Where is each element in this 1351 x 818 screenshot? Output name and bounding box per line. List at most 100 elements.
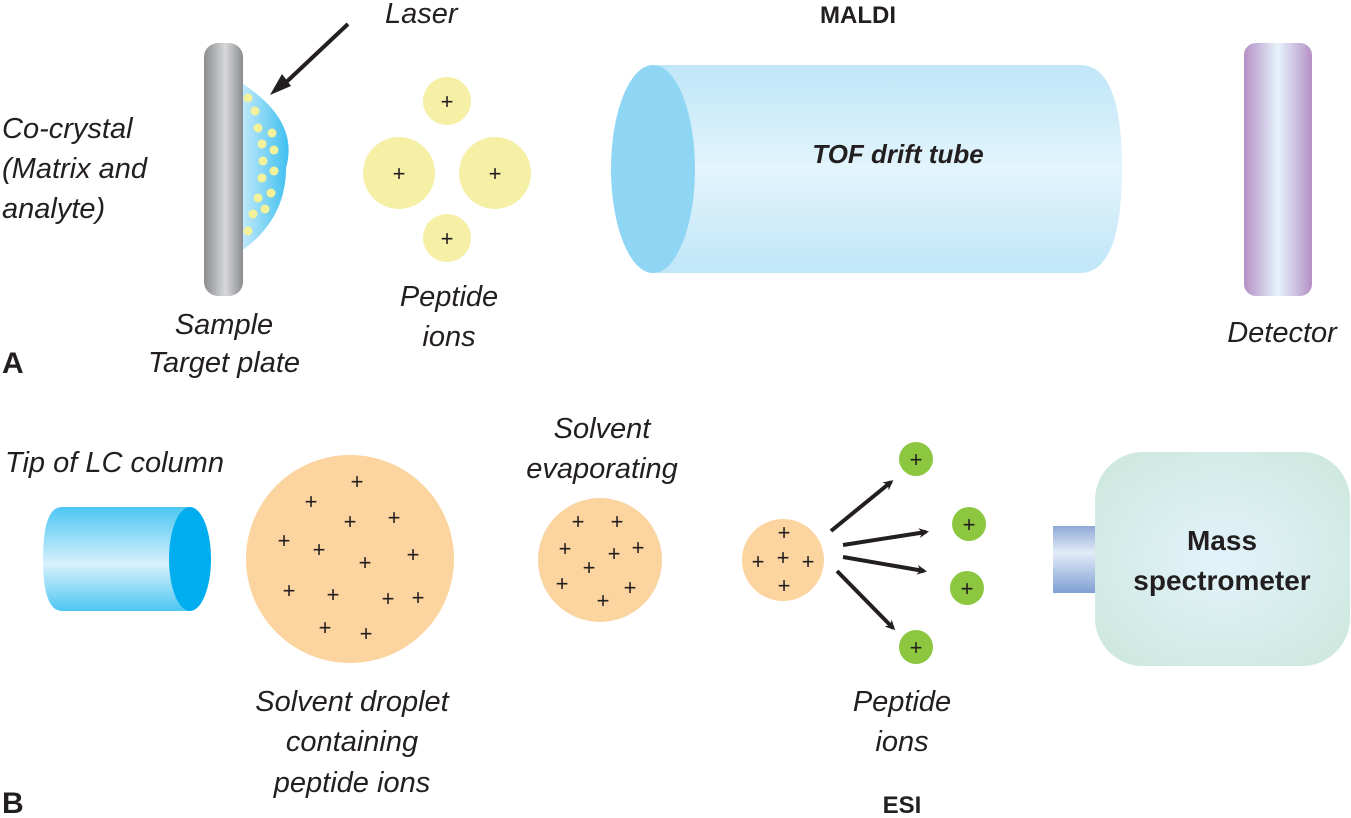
positive-charge: + <box>583 555 596 580</box>
co-crystal-label-line3: analyte) <box>2 193 105 225</box>
peptide-ions-label-line2: ions <box>422 321 475 353</box>
matrix-crystal-dot <box>269 166 279 176</box>
maldi-peptide-ions: + + + + <box>363 77 531 262</box>
positive-charge: + <box>351 469 364 494</box>
matrix-crystal-dot <box>257 139 267 149</box>
matrix-crystal-dot <box>253 123 263 133</box>
panel-a-letter: A <box>2 347 24 380</box>
maldi-title: MALDI <box>820 2 896 29</box>
droplet-label-line1: Solvent droplet <box>255 686 450 718</box>
positive-charge: + <box>382 586 395 611</box>
positive-charge: + <box>778 520 791 545</box>
positive-charge: + <box>412 585 425 610</box>
positive-charge: + <box>388 505 401 530</box>
matrix-crystal-dot <box>260 204 270 214</box>
esi-peptide-ions-label-line2: ions <box>875 726 928 758</box>
positive-charge: + <box>611 509 624 534</box>
co-crystal-shape <box>240 82 289 252</box>
detector-label: Detector <box>1227 317 1338 349</box>
target-plate-label: Target plate <box>148 347 300 379</box>
matrix-crystal-dot <box>243 93 253 103</box>
positive-charge: + <box>608 541 621 566</box>
laser-arrow-shaft <box>278 22 350 90</box>
esi-peptide-ions-label-line1: Peptide <box>853 686 951 718</box>
positive-charge: + <box>319 615 332 640</box>
positive-charge: + <box>778 573 791 598</box>
release-arrow <box>842 528 929 547</box>
release-arrow <box>842 555 927 575</box>
evaporating-label-line1: Solvent <box>554 413 653 445</box>
positive-charge: + <box>963 512 976 537</box>
positive-charge: + <box>327 582 340 607</box>
positive-charge: + <box>313 537 326 562</box>
tof-tube-label: TOF drift tube <box>812 139 983 169</box>
mass-spec-inlet <box>1053 526 1096 593</box>
panel-b-letter: B <box>2 787 24 818</box>
positive-charge: + <box>393 161 406 186</box>
positive-charge: + <box>278 528 291 553</box>
matrix-crystals <box>243 93 279 236</box>
positive-charge: + <box>632 535 645 560</box>
peptide-ions-label-line1: Peptide <box>400 281 498 313</box>
co-crystal-label-line2: (Matrix and <box>2 153 148 185</box>
positive-charge: + <box>556 571 569 596</box>
matrix-crystal-dot <box>248 209 258 219</box>
solvent-droplet-small <box>742 519 824 601</box>
positive-charge: + <box>344 509 357 534</box>
lc-tip-label: Tip of LC column <box>5 447 224 479</box>
solvent-droplet-evaporating <box>538 498 662 622</box>
positive-charge: + <box>910 447 923 472</box>
positive-charge: + <box>802 549 815 574</box>
large-droplet-charges: +++++++++++++++ <box>278 469 425 646</box>
positive-charge: + <box>489 161 502 186</box>
positive-charge: + <box>961 576 974 601</box>
peptide-ion <box>950 571 984 605</box>
ion-release-arrows <box>829 480 929 631</box>
matrix-crystal-dot <box>253 193 263 203</box>
lc-column-tip <box>43 507 211 611</box>
peptide-ion <box>459 137 531 209</box>
peptide-ion <box>363 137 435 209</box>
positive-charge: + <box>305 489 318 514</box>
droplet-label-line3: peptide ions <box>273 767 430 799</box>
peptide-ion <box>423 77 471 125</box>
mass-spec-label-line2: spectrometer <box>1133 565 1311 596</box>
sample-target-plate <box>204 43 243 296</box>
positive-charge: + <box>910 635 923 660</box>
co-crystal-label-line1: Co-crystal <box>2 113 134 145</box>
evaporating-label-line2: evaporating <box>526 453 678 485</box>
small-droplet-charges: +++++ <box>752 520 815 598</box>
laser-label: Laser <box>385 0 459 30</box>
lc-column-opening <box>169 507 211 611</box>
medium-droplet-charges: ++++++++++ <box>556 509 645 613</box>
matrix-crystal-dot <box>269 145 279 155</box>
panel-a-maldi: MALDI Co-crystal (Matrix and analyte) La… <box>2 0 1338 380</box>
positive-charge: + <box>777 545 790 570</box>
droplet-label-line2: containing <box>286 726 418 758</box>
solvent-droplet-large <box>246 455 454 663</box>
esi-title: ESI <box>883 792 922 818</box>
positive-charge: + <box>559 536 572 561</box>
mass-spectrometer <box>1095 452 1350 666</box>
positive-charge: + <box>407 542 420 567</box>
positive-charge: + <box>752 549 765 574</box>
matrix-crystal-dot <box>257 173 267 183</box>
peptide-ion <box>899 442 933 476</box>
tof-tube-face <box>611 65 695 273</box>
detector <box>1244 43 1312 296</box>
positive-charge: + <box>360 621 373 646</box>
peptide-ion <box>952 507 986 541</box>
positive-charge: + <box>441 226 454 251</box>
matrix-crystal-dot <box>243 226 253 236</box>
matrix-crystal-dot <box>267 128 277 138</box>
positive-charge: + <box>572 509 585 534</box>
matrix-crystal-dot <box>266 188 276 198</box>
esi-peptide-ions: + + + + <box>899 442 986 664</box>
positive-charge: + <box>283 578 296 603</box>
sample-label: Sample <box>175 309 273 341</box>
mass-spec-label-line1: Mass <box>1187 525 1257 556</box>
positive-charge: + <box>359 550 372 575</box>
positive-charge: + <box>597 588 610 613</box>
